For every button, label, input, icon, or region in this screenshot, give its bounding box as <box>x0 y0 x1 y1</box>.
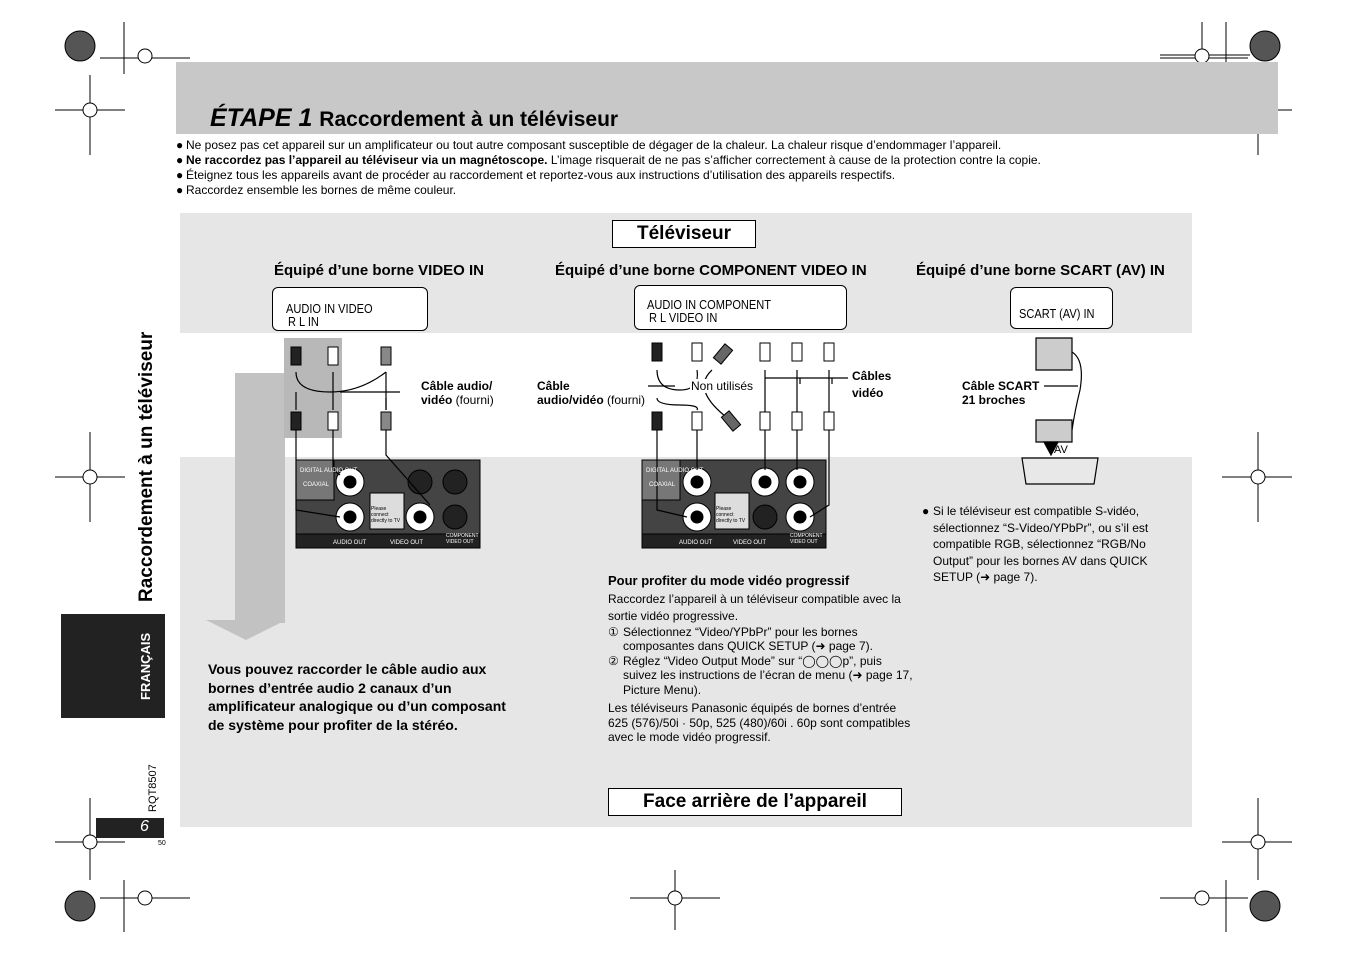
column-heading-component: Équipé d’une borne COMPONENT VIDEO IN <box>555 262 867 279</box>
rca-plug <box>290 346 392 431</box>
rear-digital-label: DIGITAL AUDIO OUT <box>646 468 704 474</box>
rear-please-connect-label: Please connect directly to TV <box>371 506 401 524</box>
progressive-section: Pour profiter du mode vidéo progressif R… <box>608 573 918 745</box>
rear-coaxial-label: COAXIAL <box>303 482 330 488</box>
language-tab <box>61 614 165 718</box>
av-cable-caption: Câble audio/vidéo (fourni) <box>421 379 494 407</box>
rear-component-out-label: COMPONENT VIDEO OUT <box>446 533 479 545</box>
av-caption: AV <box>1054 444 1068 456</box>
rear-video-out-label: VIDEO OUT <box>733 540 767 546</box>
header-band <box>176 62 1278 134</box>
svideo-note: ●Si le téléviseur est compatible S-vidéo… <box>922 504 1149 584</box>
bullet-item: ●Ne raccordez pas l’appareil au télévise… <box>176 153 1041 167</box>
page-number: 6 <box>140 818 149 835</box>
model-number: RQT8507 <box>147 764 159 812</box>
tv-panel-scart-in: SCART (AV) IN <box>1010 287 1113 329</box>
rear-panel-middle <box>641 459 827 549</box>
progressive-intro: Raccordez l’appareil à un téléviseur com… <box>608 591 901 623</box>
tv-panel-component-in: AUDIO IN COMPONENT R L VIDEO IN <box>634 285 847 330</box>
progressive-footer: Les téléviseurs Panasonic équipés de bor… <box>608 701 911 744</box>
side-title: Raccordement à un téléviseur <box>136 331 157 602</box>
page-title: ÉTAPE 1 Raccordement à un téléviseur <box>210 104 618 133</box>
rear-audio-out-label: AUDIO OUT <box>679 540 713 546</box>
page-number-bar <box>96 818 164 838</box>
column-heading-scart: Équipé d’une borne SCART (AV) IN <box>916 262 1165 279</box>
bullet-item: ●Éteignez tous les appareils avant de pr… <box>176 168 896 182</box>
bullet-item: ●Ne posez pas cet appareil sur un amplif… <box>176 138 1002 152</box>
precaution-list: ●Ne posez pas cet appareil sur un amplif… <box>176 138 1041 198</box>
rear-panel-left <box>295 459 481 549</box>
rear-digital-label: DIGITAL AUDIO OUT <box>300 468 358 474</box>
unused-caption: Non utilisés <box>690 379 755 393</box>
stereo-note: Vous pouvez raccorder le câble audio aux… <box>208 661 506 733</box>
scart-cable <box>1021 337 1099 485</box>
tv-panel-video-in: AUDIO IN VIDEO R L IN <box>272 287 428 331</box>
progressive-heading: Pour profiter du mode vidéo progressif <box>608 573 850 588</box>
rear-please-connect-label: Please connect directly to TV <box>716 506 746 524</box>
language-label: FRANÇAIS <box>138 632 153 700</box>
step-number: ÉTAPE 1 <box>210 104 313 132</box>
stereo-arrow <box>206 373 295 640</box>
rear-label: Face arrière de l’appareil <box>608 788 902 816</box>
rear-coaxial-label: COAXIAL <box>649 482 676 488</box>
rear-component-out-label: COMPONENT VIDEO OUT <box>790 533 823 545</box>
rca-plug <box>651 342 835 432</box>
rear-audio-out-label: AUDIO OUT <box>333 540 367 546</box>
tv-label: Téléviseur <box>612 220 756 248</box>
bullet-item: ●Raccordez ensemble les bornes de même c… <box>176 183 457 197</box>
rear-video-out-label: VIDEO OUT <box>390 540 424 546</box>
step-title: Raccordement à un téléviseur <box>319 108 619 131</box>
column-heading-video: Équipé d’une borne VIDEO IN <box>274 262 485 279</box>
page-sub-number: 50 <box>158 840 166 847</box>
